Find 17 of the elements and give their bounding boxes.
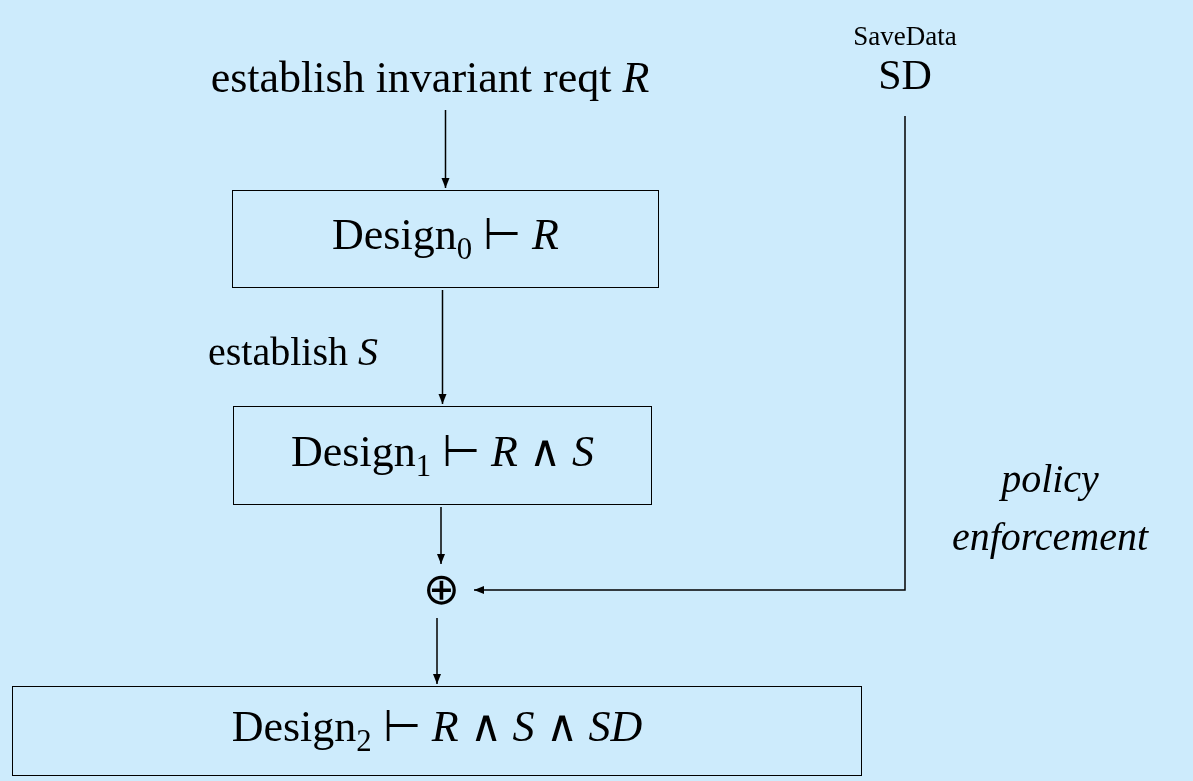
arrow	[438, 289, 447, 405]
arrow	[441, 109, 450, 189]
node-label: SaveData	[853, 22, 957, 52]
box-label: Design$_{2}$ ⊢ R ∧ S ∧ SD	[231, 703, 643, 759]
node-label: SD	[878, 51, 932, 98]
arrow	[433, 617, 441, 685]
note-label: policy enforcement	[950, 455, 1150, 561]
arrow	[437, 506, 445, 565]
arrow	[473, 115, 906, 594]
process-box	[232, 190, 659, 288]
process-box	[233, 406, 652, 505]
process-box	[12, 686, 862, 776]
box-label: Design$_{0}$ ⊢ R	[332, 211, 559, 267]
plus-symbol: ⊕	[422, 565, 460, 615]
edge-label: establish S	[208, 330, 378, 374]
box-label: Design$_{1}$ ⊢ R ∧ S	[291, 427, 594, 484]
node-label: establish invariant reqt R	[210, 53, 650, 103]
